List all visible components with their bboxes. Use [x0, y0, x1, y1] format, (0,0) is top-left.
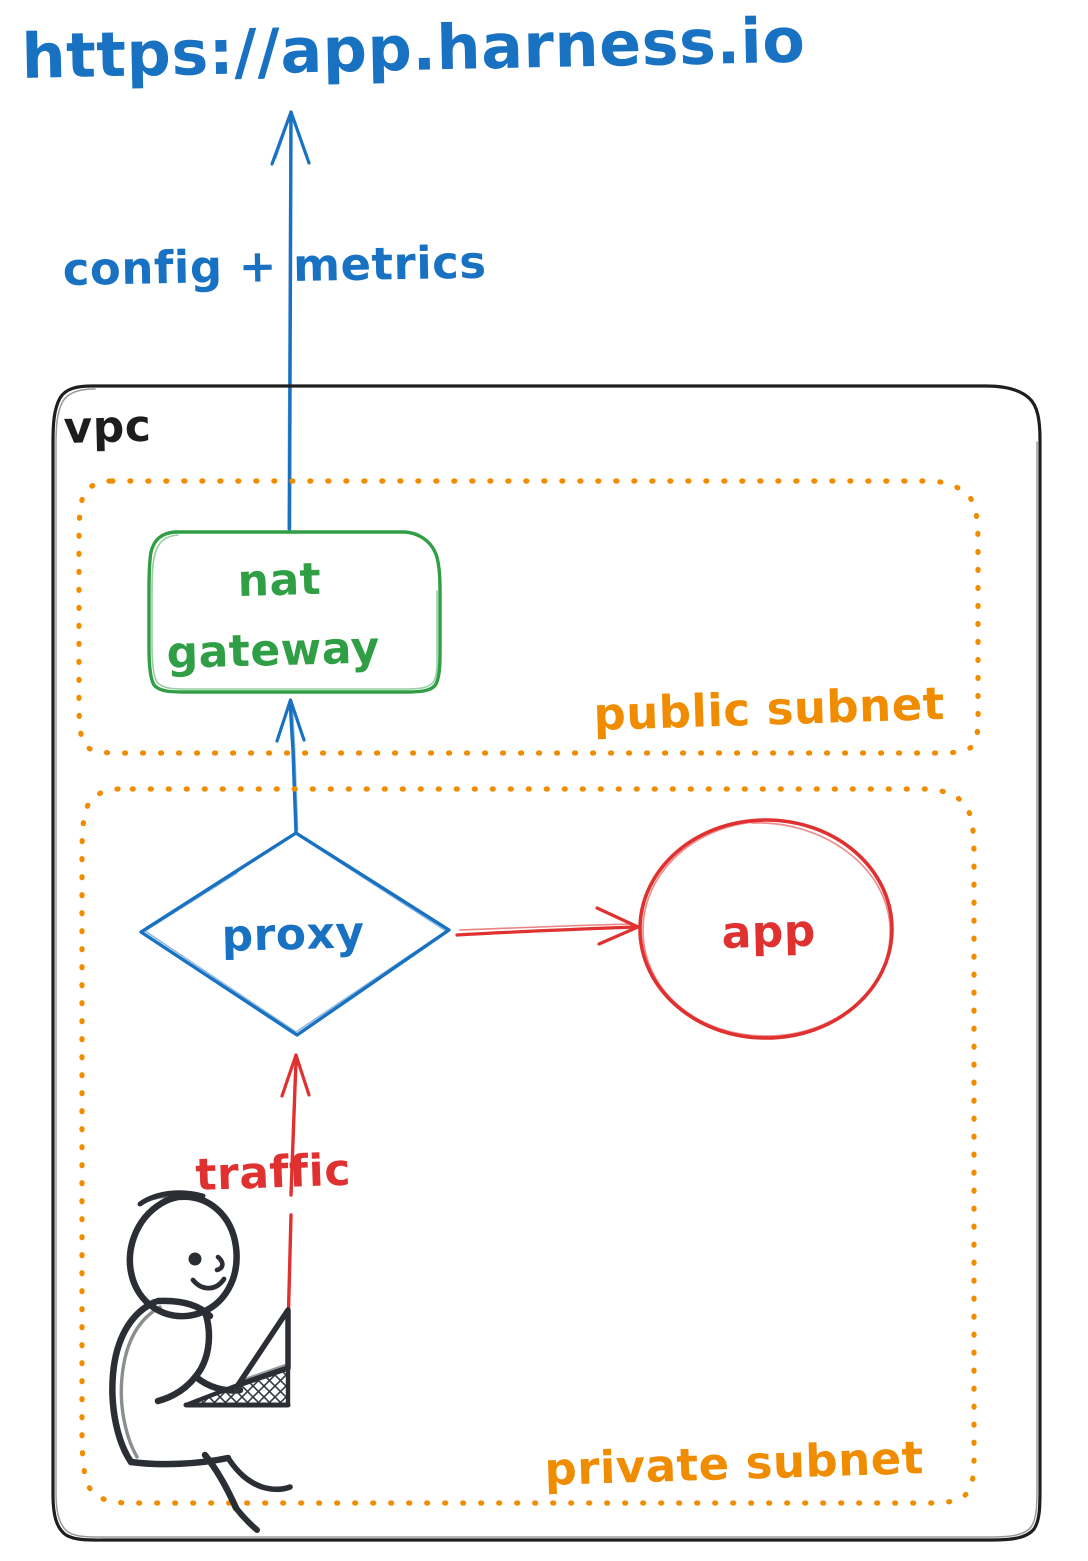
- traffic-label-text: traffic: [195, 1145, 352, 1201]
- nat-gateway-hit-target[interactable]: [148, 531, 442, 694]
- external-url-text: https://app.harness.io: [21, 4, 806, 93]
- node-app[interactable]: [638, 818, 894, 1040]
- private-subnet-label-text: private subnet: [544, 1431, 925, 1496]
- edge-label-traffic: traffic: [195, 1145, 352, 1201]
- edge-nat-to-internet: [270, 110, 311, 531]
- nat-gateway-label: nat gateway: [166, 554, 380, 679]
- private-subnet-boundary: [79, 786, 977, 1506]
- vpc-label-text: vpc: [63, 401, 152, 454]
- app-hit-target[interactable]: [639, 818, 894, 1040]
- edge-label-config-metrics: config + metrics: [62, 236, 487, 296]
- laptop-icon: [183, 1307, 291, 1408]
- proxy-label-text: proxy: [221, 907, 365, 962]
- vpc-boundary: [51, 384, 1042, 1542]
- vpc-label: vpc: [63, 401, 152, 454]
- user-with-laptop-figure: [109, 1190, 293, 1533]
- node-nat-gateway[interactable]: [147, 530, 442, 694]
- proxy-hit-target[interactable]: [140, 831, 452, 1037]
- edge-proxy-to-nat: [275, 698, 306, 834]
- external-url-label: https://app.harness.io: [21, 4, 806, 93]
- node-proxy[interactable]: [139, 831, 451, 1037]
- public-subnet-label: public subnet: [593, 677, 946, 741]
- public-subnet-boundary: [76, 478, 981, 756]
- private-subnet-label: private subnet: [544, 1431, 925, 1496]
- nat-gateway-label-line1: nat: [237, 554, 322, 607]
- edge-proxy-to-app: [455, 906, 640, 946]
- app-label-text: app: [721, 906, 816, 959]
- nat-gateway-label-line2: gateway: [166, 622, 380, 679]
- proxy-label: proxy: [221, 907, 365, 962]
- public-subnet-label-text: public subnet: [593, 677, 946, 741]
- app-label: app: [721, 906, 816, 959]
- external-url-hit-target[interactable]: [22, 20, 622, 90]
- config-metrics-text: config + metrics: [62, 236, 487, 296]
